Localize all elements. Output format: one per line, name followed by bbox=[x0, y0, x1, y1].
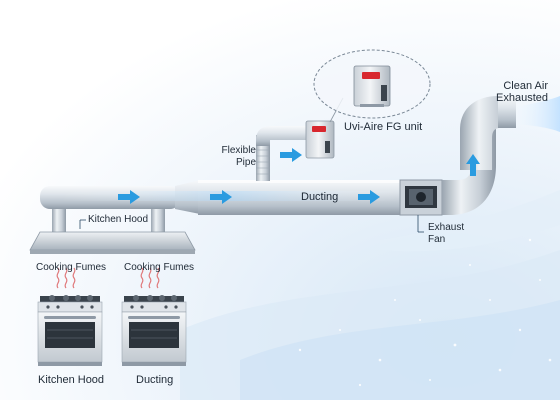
duct-outlet-mouth bbox=[498, 96, 516, 128]
flexible-pipe-label-line: Flexible bbox=[221, 145, 256, 156]
unit-label: Uvi-Aire FG unit bbox=[344, 121, 423, 133]
flexible-pipe-label: Flexible Pipe bbox=[210, 145, 256, 169]
flow-arrow-icon bbox=[280, 148, 302, 162]
flow-arrow-icon bbox=[466, 154, 480, 176]
kitchen-hood-label: Kitchen Hood bbox=[88, 214, 149, 225]
fumes-icon bbox=[140, 267, 160, 289]
flow-arrows bbox=[118, 148, 480, 204]
clean-air-label-line: Clean Air bbox=[503, 80, 548, 92]
wind-swoosh bbox=[380, 190, 560, 252]
brand-badge bbox=[312, 126, 326, 132]
clean-air-label: Clean Air Exhausted bbox=[484, 80, 548, 104]
exhaust-fan-label-line: Exhaust bbox=[428, 222, 465, 233]
stove-caption-right: Ducting bbox=[136, 374, 174, 386]
stove-icon bbox=[37, 295, 103, 366]
flow-arrow-icon bbox=[210, 190, 232, 204]
flexible-pipe-riser bbox=[256, 135, 270, 181]
cooking-fumes-label-right: Cooking Fumes bbox=[124, 262, 195, 273]
flow-arrow-icon bbox=[118, 190, 140, 204]
wind-swoosh bbox=[240, 300, 560, 400]
flexible-pipe-elbow bbox=[256, 126, 308, 146]
flexible-pipe-label-line: Pipe bbox=[235, 157, 256, 168]
fumes-icon bbox=[56, 267, 76, 289]
stove-icon bbox=[121, 295, 187, 366]
kitchen-hood bbox=[29, 231, 196, 251]
stove-caption-left: Kitchen Hood bbox=[38, 374, 105, 386]
exhaust-fan-label-line: Fan bbox=[428, 234, 446, 245]
cooking-fumes-label-left: Cooking Fumes bbox=[36, 262, 107, 273]
flow-arrow-icon bbox=[358, 190, 380, 204]
clean-air-label-line: Exhausted bbox=[496, 92, 548, 104]
ducting-label: Ducting bbox=[301, 191, 339, 203]
sparkles bbox=[298, 238, 552, 387]
clean-air-glow bbox=[505, 96, 560, 132]
exhaust-fan-label: Exhaust Fan bbox=[428, 222, 464, 246]
